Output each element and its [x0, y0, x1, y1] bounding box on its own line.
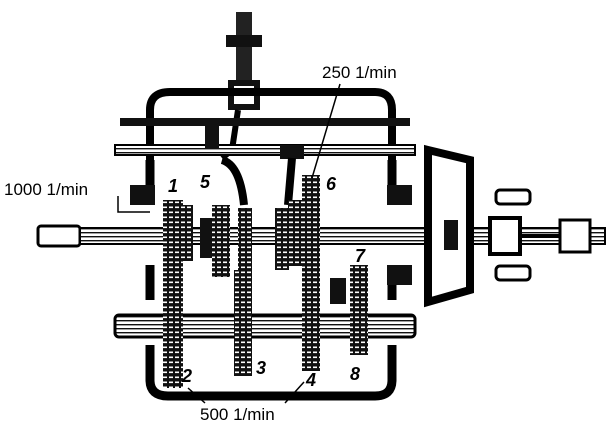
- countershaft: [113, 313, 417, 339]
- gear-number-7: 7: [355, 246, 366, 266]
- gear-2: [163, 268, 183, 388]
- gear-number-5: 5: [200, 172, 211, 192]
- gear-1: [163, 200, 183, 268]
- gear-6-4: [302, 175, 320, 371]
- gear-number-3: 3: [256, 358, 266, 378]
- gearbox-housing: [114, 88, 416, 401]
- universal-joint: [488, 188, 592, 282]
- speed-label-500: 500 1/min: [200, 405, 275, 424]
- gear-number-1: 1: [168, 176, 178, 196]
- shift-forks: [205, 118, 304, 206]
- flywheel: [424, 144, 474, 308]
- shift-lever: [220, 12, 262, 161]
- gears: [163, 175, 368, 388]
- gear-number-2: 2: [181, 366, 192, 386]
- leader-lines: [117, 83, 341, 404]
- gear-number-8: 8: [350, 364, 360, 384]
- speed-label-1000: 1000 1/min: [4, 180, 88, 199]
- gear-3: [234, 270, 252, 376]
- gear-number-6: 6: [326, 174, 337, 194]
- gear-number-4: 4: [305, 370, 316, 390]
- speed-label-250: 250 1/min: [322, 63, 397, 82]
- gear-7-8: [350, 265, 368, 355]
- gear-5: [212, 205, 230, 277]
